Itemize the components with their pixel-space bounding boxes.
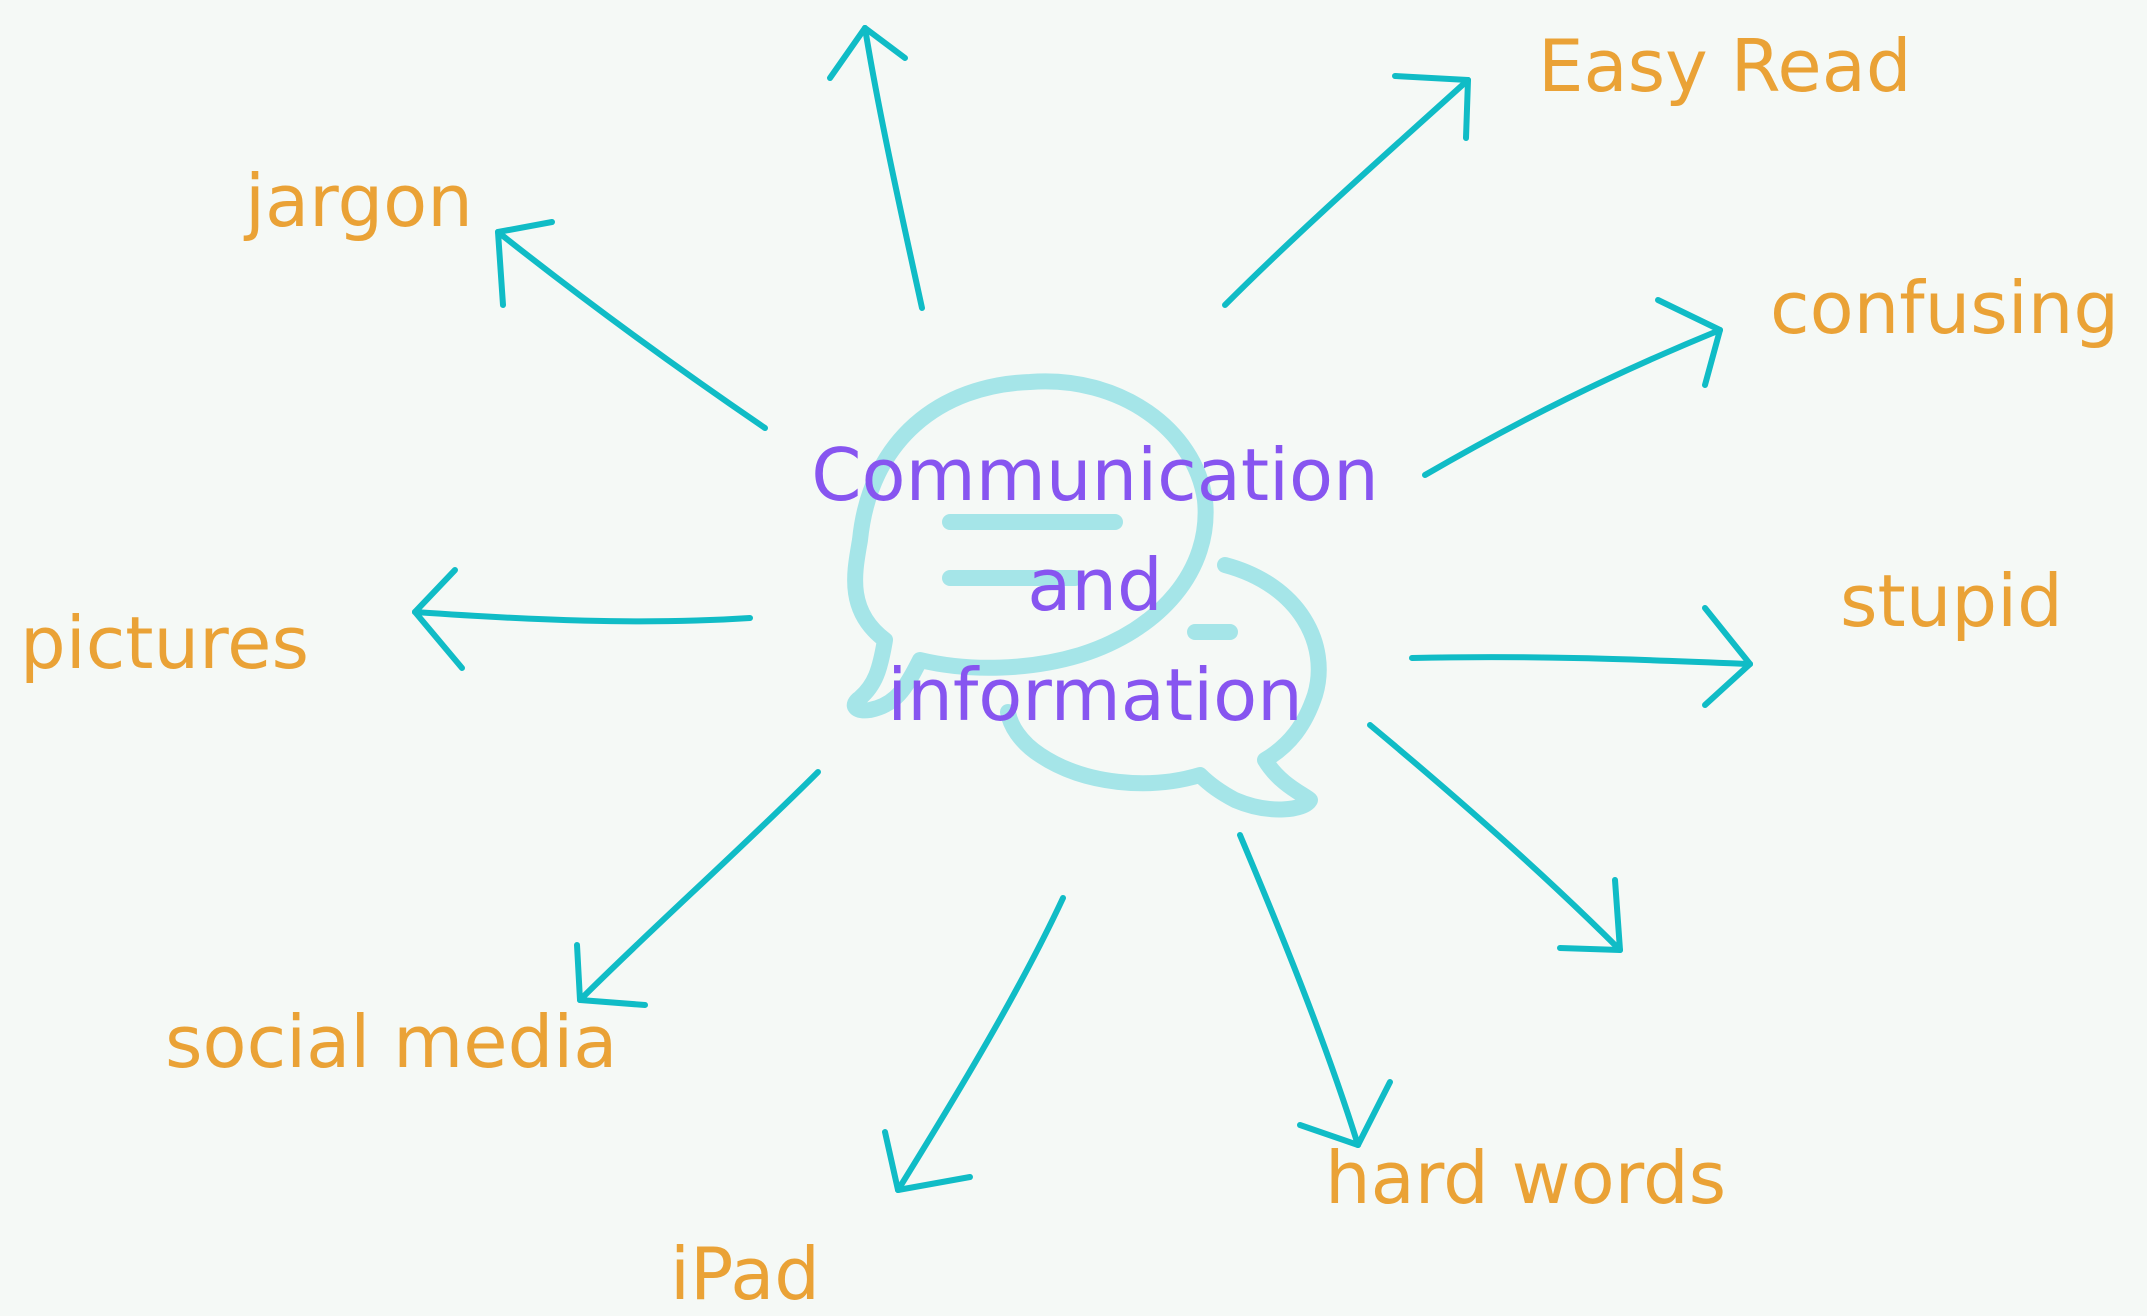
center-topic-line-3: information [887,653,1303,737]
arrow-confusing [1422,297,1723,478]
label-jargon: jargon [245,159,473,243]
arrow-easy-read [1222,73,1471,308]
label-confusing: confusing [1770,266,2120,350]
arrow-stupid [1409,605,1753,708]
label-ipad: iPad [670,1232,821,1316]
center-topic-line-1: Communication [811,433,1379,517]
arrow-social-media [574,769,821,1008]
arrow-hard-words-lower [1237,832,1393,1148]
label-easy-read: Easy Read [1538,24,1912,108]
speech-bubbles-icon [846,373,1327,818]
label-hard-words: hard words [1325,1136,1727,1220]
arrow-top [827,25,925,311]
arrow-ipad [882,895,1066,1193]
label-social-media: social media [165,1000,618,1084]
back-speech-bubble [1000,557,1327,818]
label-pictures: pictures [20,601,309,685]
front-speech-bubble [846,373,1214,719]
arrow-pictures [412,567,753,671]
arrow-jargon [495,219,768,431]
center-topic: Communication and information [795,420,1395,750]
arrow-hard-words [1367,722,1623,953]
label-stupid: stupid [1840,559,2063,643]
center-topic-line-2: and [1027,543,1163,627]
